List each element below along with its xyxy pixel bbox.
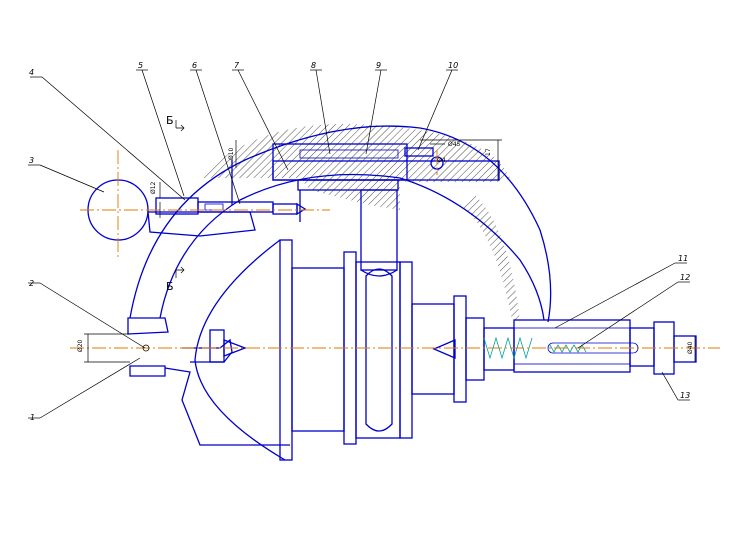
axis-lines — [70, 150, 720, 349]
dim-d4: Ø4 — [437, 157, 446, 164]
section-mark-bottom: Б — [166, 280, 174, 293]
dim-d45: Ø45 — [448, 141, 461, 148]
leader-lines — [28, 69, 690, 419]
workpiece — [182, 239, 485, 461]
callout-7: 7 — [234, 61, 240, 70]
callout-4: 4 — [29, 68, 34, 77]
callout-10: 10 — [448, 61, 458, 70]
dim-17: 17 — [485, 148, 492, 156]
callout-9: 9 — [376, 61, 381, 70]
callout-2: 2 — [29, 279, 34, 288]
dim-d10: Ø10 — [228, 147, 235, 160]
tailstock — [483, 319, 697, 375]
callout-11: 11 — [678, 254, 688, 263]
callout-5: 5 — [138, 61, 143, 70]
dim-d12: Ø12 — [150, 181, 157, 194]
callout-8: 8 — [311, 61, 316, 70]
top-slide — [272, 143, 500, 277]
dimension-lines — [84, 139, 696, 363]
section-mark-top: Б — [166, 114, 174, 127]
callout-3: 3 — [29, 156, 34, 165]
callout-13: 13 — [680, 391, 690, 400]
dim-d20: Ø20 — [77, 339, 84, 352]
callout-6: 6 — [192, 61, 197, 70]
section-marks: Б Б — [166, 114, 185, 293]
callout-12: 12 — [680, 273, 690, 282]
callout-1: 1 — [30, 413, 35, 422]
dim-d40: Ø40 — [687, 341, 694, 354]
callouts: 1 2 3 4 5 6 7 8 9 10 11 12 13 — [29, 61, 690, 422]
dimension-labels: Ø20 Ø12 Ø10 Ø45 Ø4 17 Ø40 — [77, 141, 694, 354]
housing — [127, 124, 552, 446]
